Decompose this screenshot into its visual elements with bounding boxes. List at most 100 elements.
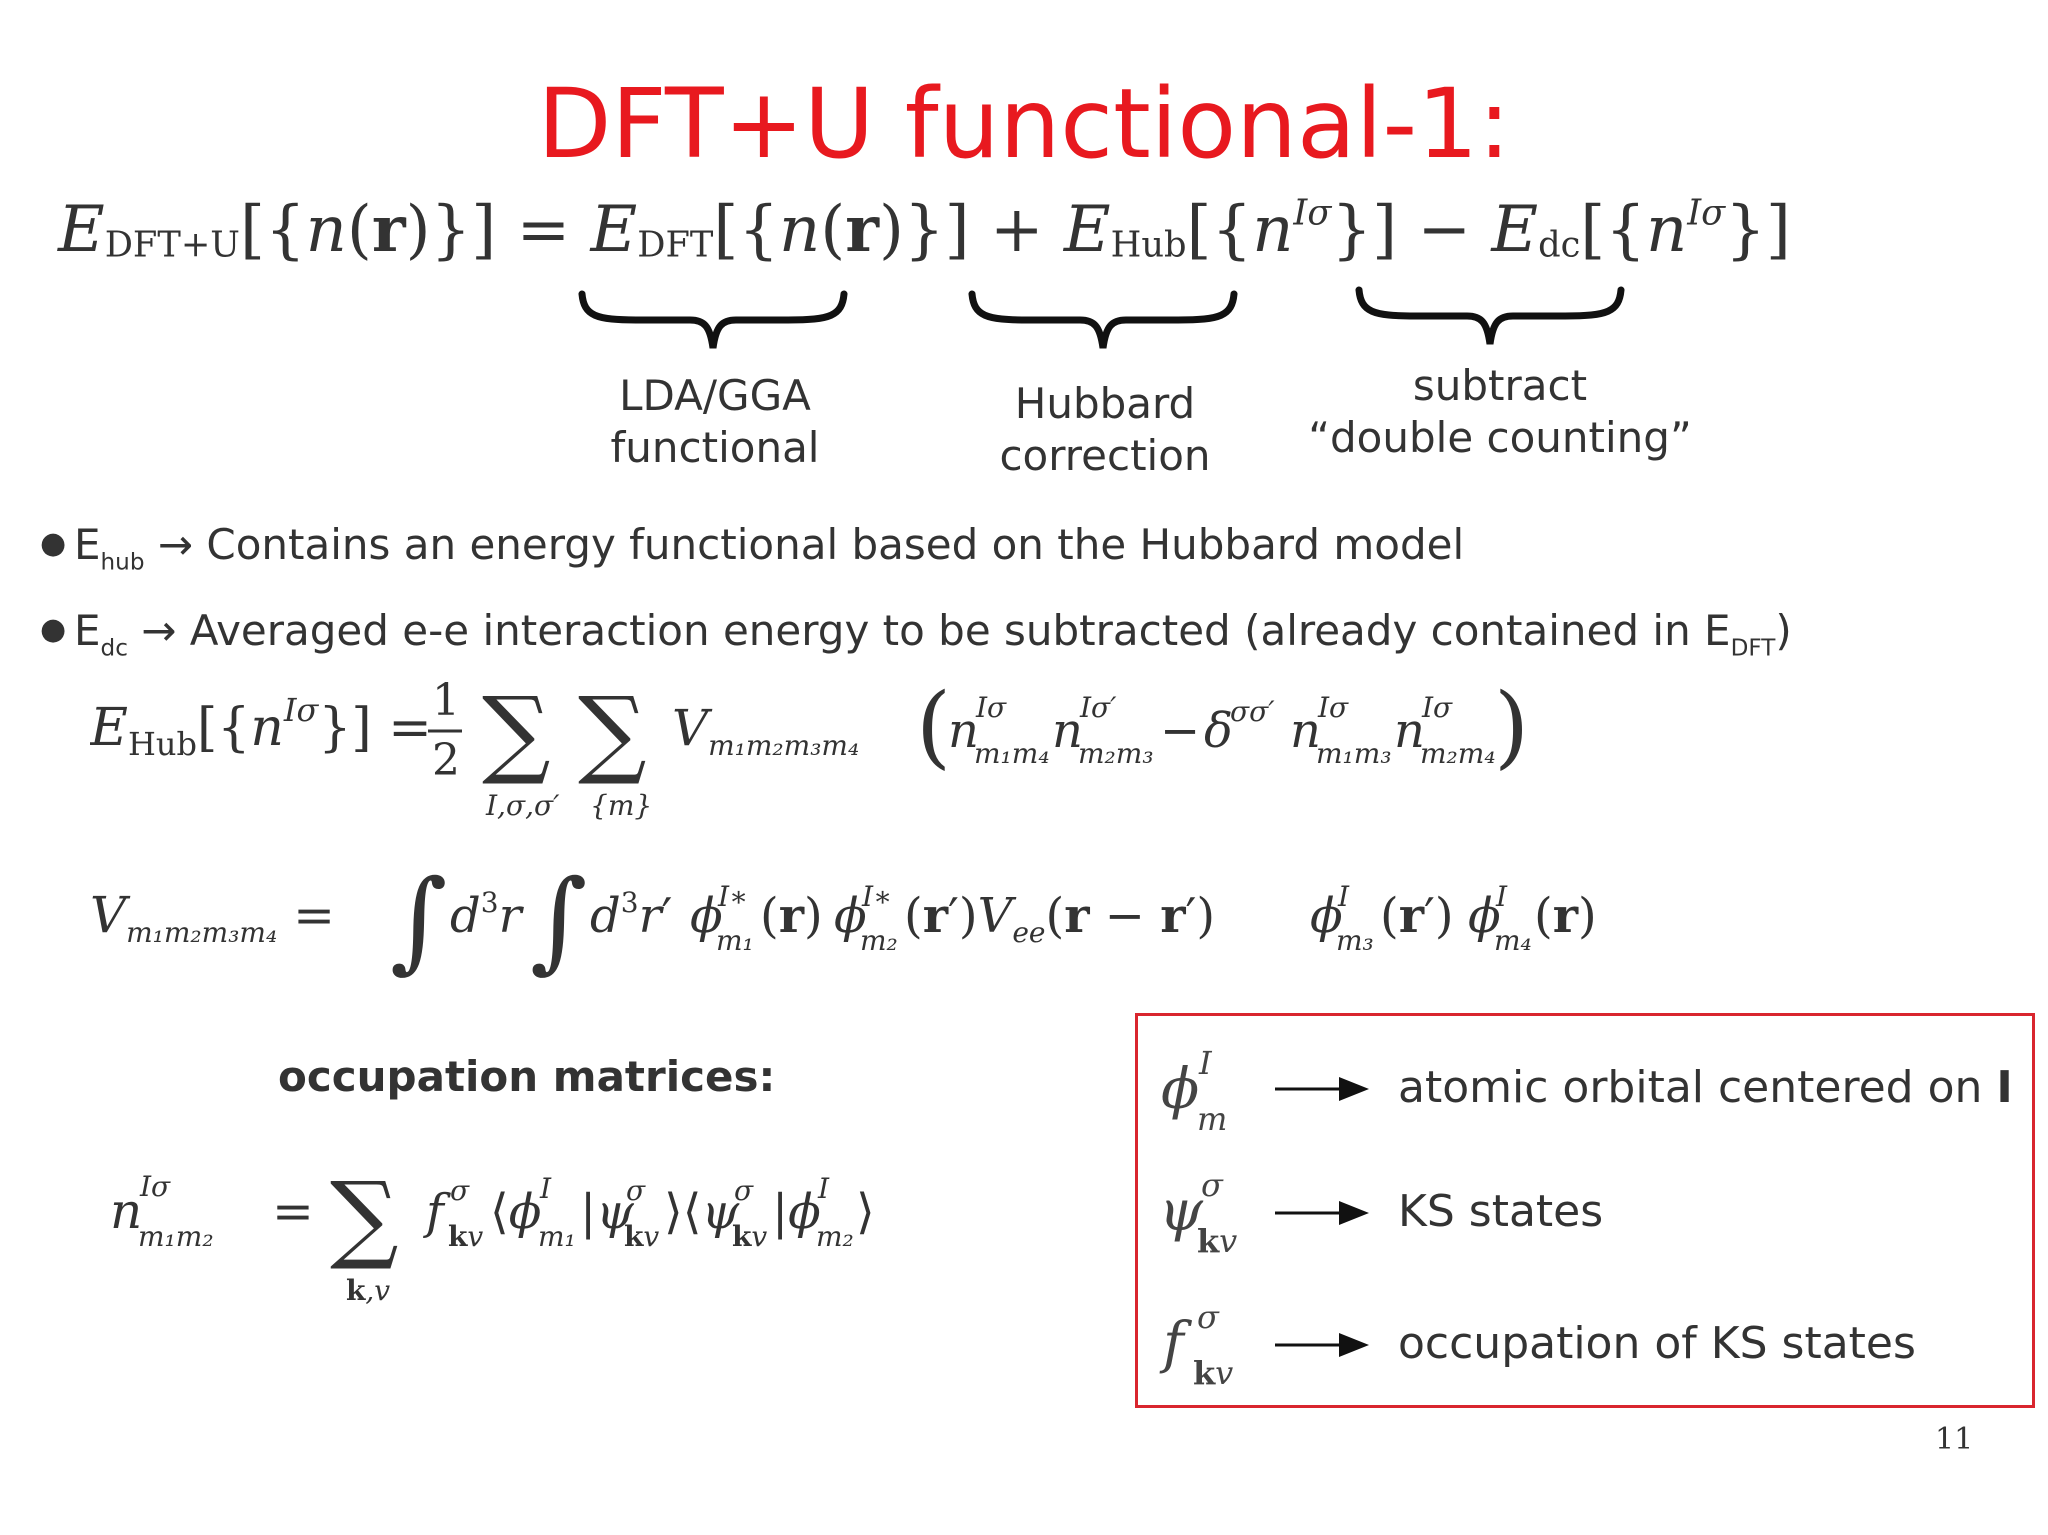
svg-text:σ: σ — [626, 1174, 646, 1207]
label-lda-gga: LDA/GGA functional — [610, 371, 820, 472]
svg-text:I: I — [1198, 1044, 1213, 1082]
phi-symbol: ϕ I m — [1161, 1044, 1227, 1134]
svg-text:δ: δ — [1204, 703, 1233, 759]
svg-text:m₃: m₃ — [1336, 924, 1374, 957]
bullet-dot: ● — [40, 526, 67, 561]
svg-text:Iσ: Iσ — [1317, 691, 1349, 724]
svg-text:(r′): (r′) — [1380, 888, 1454, 944]
svg-text:m₂: m₂ — [860, 924, 898, 957]
svg-text:n: n — [1394, 703, 1425, 759]
svg-text:⟨ϕ: ⟨ϕ — [490, 1184, 541, 1240]
svg-text:ψ: ψ — [1159, 1179, 1204, 1244]
occupation-matrices-title: occupation matrices: — [278, 1052, 776, 1101]
svg-text:m₁m₂: m₁m₂ — [138, 1220, 214, 1253]
brace-lda — [578, 290, 848, 349]
arrow-icon — [1275, 1333, 1369, 1357]
bullet-ehub: ●Ehub → Contains an energy functional ba… — [40, 510, 1792, 596]
svg-text:=: = — [272, 1182, 314, 1240]
svg-text:d3r: d3r — [450, 886, 525, 944]
svg-text:σ: σ — [450, 1174, 470, 1207]
page-number: 11 — [1935, 1422, 1974, 1457]
svg-text:m₁m₃: m₁m₃ — [1316, 737, 1392, 770]
svg-text:Vm₁m₂m₃m₄: Vm₁m₂m₃m₄ — [672, 699, 859, 762]
svg-text:Iσ′: Iσ′ — [1079, 691, 1117, 724]
symbol-legend-box: ϕ I m atomic orbital centered on I ψ σ k… — [1135, 1013, 2035, 1408]
svg-text:n: n — [948, 703, 979, 759]
svg-text:{m}: {m} — [590, 789, 652, 822]
bullet-edc: ●Edc → Averaged e-e interaction energy t… — [40, 596, 1792, 682]
legend-row-ks-states: ψ σ kv KS states — [1138, 1168, 2038, 1258]
svg-text:∫: ∫ — [390, 860, 447, 984]
svg-text:⟩: ⟩ — [856, 1184, 875, 1240]
svg-text:ϕ: ϕ — [690, 888, 723, 944]
svg-text:2: 2 — [432, 735, 460, 786]
svg-text:−: − — [1160, 703, 1200, 759]
svg-text:m₂: m₂ — [816, 1220, 854, 1253]
svg-text:m₂m₄: m₂m₄ — [1420, 737, 1496, 770]
svg-text:m₁: m₁ — [538, 1220, 576, 1253]
f-symbol: f σ kv — [1159, 1300, 1233, 1390]
svg-text:m₂m₃: m₂m₃ — [1078, 737, 1154, 770]
svg-text:k,v: k,v — [346, 1274, 390, 1307]
svg-text:1: 1 — [432, 675, 460, 726]
svg-text:n: n — [1290, 703, 1321, 759]
svg-text:∑: ∑ — [482, 676, 551, 788]
svg-text:m₄: m₄ — [1494, 924, 1532, 957]
svg-text:m₁: m₁ — [716, 924, 754, 957]
occupation-matrix-equation: n Iσ m₁m₂ = ∑ k,v f σ kv ⟨ϕ I m₁ |ψ σ kv… — [110, 1161, 875, 1307]
svg-text:n: n — [110, 1182, 142, 1240]
svg-text:∑: ∑ — [330, 1161, 399, 1273]
svg-text:(r): (r) — [760, 888, 823, 944]
svg-text:kv: kv — [1197, 1222, 1237, 1258]
legend-row-occupation: f σ kv occupation of KS states — [1138, 1300, 2038, 1390]
svg-text:(r′)Vee(r − r′): (r′)Vee(r − r′) — [904, 888, 1215, 949]
svg-text:I∗: I∗ — [717, 880, 748, 913]
svg-text:I,σ,σ′: I,σ,σ′ — [485, 789, 560, 822]
svg-text:m₁m₄: m₁m₄ — [974, 737, 1050, 770]
svg-text:): ) — [1494, 674, 1529, 779]
svg-text:kv: kv — [624, 1220, 659, 1253]
svg-text:EHub[{nIσ}] =: EHub[{nIσ}] = — [90, 691, 432, 763]
svg-text:I: I — [817, 1172, 830, 1205]
legend-row-atomic-orbital: ϕ I m atomic orbital centered on I — [1138, 1044, 2038, 1134]
svg-text:kv: kv — [732, 1220, 767, 1253]
svg-text:ϕ: ϕ — [1468, 888, 1501, 944]
svg-text:ϕ: ϕ — [834, 888, 867, 944]
svg-text:σ: σ — [1201, 1168, 1224, 1204]
svg-text:ϕ: ϕ — [1161, 1057, 1199, 1122]
svg-text:m: m — [1197, 1100, 1227, 1134]
svg-text:σ: σ — [734, 1174, 754, 1207]
svg-text:I: I — [1337, 880, 1350, 913]
brace-hubbard — [968, 290, 1238, 349]
svg-text:I: I — [1495, 880, 1508, 913]
svg-text:Vm₁m₂m₃m₄ =: Vm₁m₂m₃m₄ = — [90, 886, 335, 949]
svg-text:f: f — [423, 1184, 451, 1240]
svg-text:f: f — [1159, 1311, 1193, 1376]
svg-text:∑: ∑ — [578, 676, 647, 788]
svg-text:ϕ: ϕ — [1310, 888, 1343, 944]
svg-text:d3r′: d3r′ — [590, 886, 672, 944]
svg-text:Iσ: Iσ — [975, 691, 1007, 724]
label-double-counting: subtract “double counting” — [1308, 361, 1692, 462]
svg-text:σσ′: σσ′ — [1230, 695, 1275, 728]
svg-text:(r): (r) — [1534, 888, 1597, 944]
bullet-dot: ● — [40, 612, 67, 648]
svg-text:I: I — [539, 1172, 552, 1205]
bullet-list: ●Ehub → Contains an energy functional ba… — [40, 510, 1792, 683]
arrow-icon — [1275, 1201, 1369, 1225]
arrow-icon — [1275, 1077, 1369, 1101]
svg-text:|ψ: |ψ — [580, 1184, 635, 1240]
svg-text:Iσ: Iσ — [1421, 691, 1453, 724]
hubbard-energy-equation: EHub[{nIσ}] = 1 2 ∑ ∑ I,σ,σ′ {m} Vm₁m₂m₃… — [90, 674, 1529, 822]
psi-symbol: ψ σ kv — [1159, 1168, 1237, 1258]
svg-text:σ: σ — [1197, 1300, 1220, 1336]
interaction-matrix-equation: Vm₁m₂m₃m₄ = ∫ d3r ∫ d3r′ ϕ I∗ m₁ (r) ϕ I… — [90, 860, 1597, 984]
svg-text:I∗: I∗ — [861, 880, 892, 913]
svg-text:|ϕ: |ϕ — [772, 1184, 821, 1240]
svg-text:⟩⟨ψ: ⟩⟨ψ — [664, 1184, 740, 1240]
label-hubbard-correction: Hubbard correction — [999, 379, 1211, 480]
svg-text:kv: kv — [448, 1220, 483, 1253]
svg-text:n: n — [1052, 703, 1083, 759]
svg-text:(: ( — [916, 674, 951, 779]
svg-text:kv: kv — [1193, 1354, 1233, 1390]
